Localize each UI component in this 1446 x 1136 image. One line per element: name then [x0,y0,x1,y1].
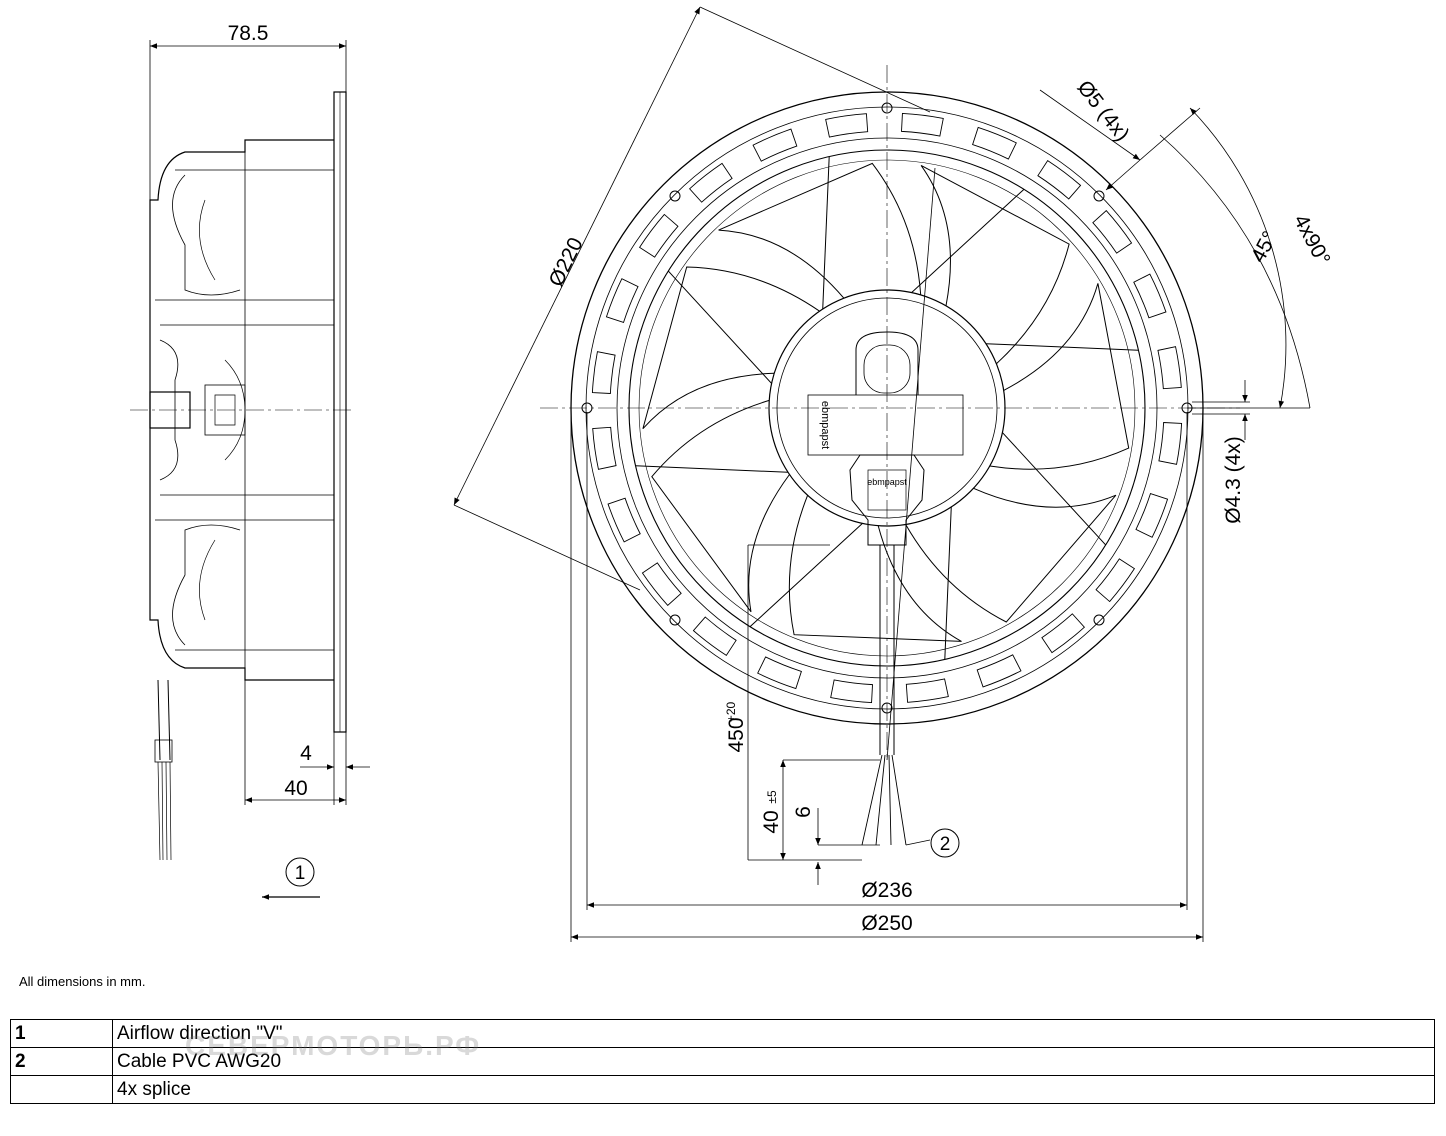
ring-slot [901,112,944,137]
fan-blade [651,399,790,613]
dim-angle-4x90: 4x90° [1289,211,1335,269]
legend-number [10,1075,113,1104]
dim-diameter-220: Ø220 [545,234,588,290]
guard-spoke [822,156,830,310]
side-dimensions [149,40,370,900]
legend-text: Cable PVC AWG20 [112,1047,1435,1076]
dim-strip-length: 40 [760,810,783,833]
dim-hole-5: Ø5 (4x) [1073,76,1134,145]
ring-slot [641,562,682,607]
ring-slot [830,679,873,704]
ring-slot [825,113,869,138]
ring-slot [976,654,1022,688]
fan-blade [642,266,820,430]
dim-angle-45: 45° [1247,228,1282,267]
ring-slot [607,497,641,543]
ring-slot [972,126,1017,160]
legend-number: 2 [10,1047,113,1076]
guard-spoke [944,506,952,660]
ring-slot [591,351,616,394]
ring-slot [1041,613,1086,654]
ring-slot [692,616,737,657]
dim-depth: 78.5 [228,22,269,45]
ring-slot [1095,558,1136,603]
dim-cable-length-tolerance: +20 [724,701,738,722]
ring-slot [592,426,617,470]
fan-blades [642,162,1130,642]
dim-flange-thickness: 4 [300,742,312,765]
legend-row: 4x splice [10,1075,1435,1104]
dim-diameter-250: Ø250 [861,912,912,935]
ring-slot [638,213,679,258]
legend-text: 4x splice [112,1075,1435,1104]
legend-number: 1 [10,1019,113,1048]
ring-slot [1157,346,1182,390]
ring-slot [905,678,949,703]
dim-strip-length-tolerance: ±5 [765,790,779,804]
marker-1: 1 [295,863,306,884]
ring-slot [757,656,802,690]
units-note: All dimensions in mm. [19,974,146,989]
dim-wire-strip: 6 [792,806,815,818]
fan-blade [905,487,1117,623]
front-dimensions [453,6,1311,942]
ring-slot [1037,159,1082,200]
guard-spoke [749,523,863,628]
ring-slot [1133,273,1167,319]
side-view [149,91,347,861]
dim-cable-length: 450 [725,717,748,752]
ring-slot [1092,209,1133,254]
guard-spoke [985,343,1139,351]
guard-spoke [667,270,772,384]
legend-row: 2 Cable PVC AWG20 [10,1047,1435,1076]
legend-row: 1 Airflow direction "V" [10,1019,1435,1048]
ring-slot [688,162,733,203]
connector-brand-label: ebmpapst [867,477,907,487]
marker-2-circle [930,828,960,858]
ring-slot [752,128,798,162]
dim-diameter-236: Ø236 [861,879,912,902]
ring-slot [1135,493,1169,538]
legend-text: Airflow direction "V" [112,1019,1435,1048]
marker-2: 2 [940,834,951,855]
fan-blade [920,164,1070,365]
guard-spoke [911,188,1025,293]
dim-inner-depth: 40 [284,777,307,800]
marker-1-circle [285,857,315,887]
dim-hole-4-3: Ø4.3 (4x) [1222,436,1245,524]
fan-blade [718,162,922,299]
ring-slot [1158,422,1183,465]
hub-brand-label: ebmpapst [819,401,831,449]
fan-blade [788,495,962,642]
technical-drawing: 78.5 4 40 1 [130,6,1335,942]
guard-spoke [1002,432,1107,546]
legend-table: 1 Airflow direction "V" 2 Cable PVC AWG2… [10,1019,1435,1104]
